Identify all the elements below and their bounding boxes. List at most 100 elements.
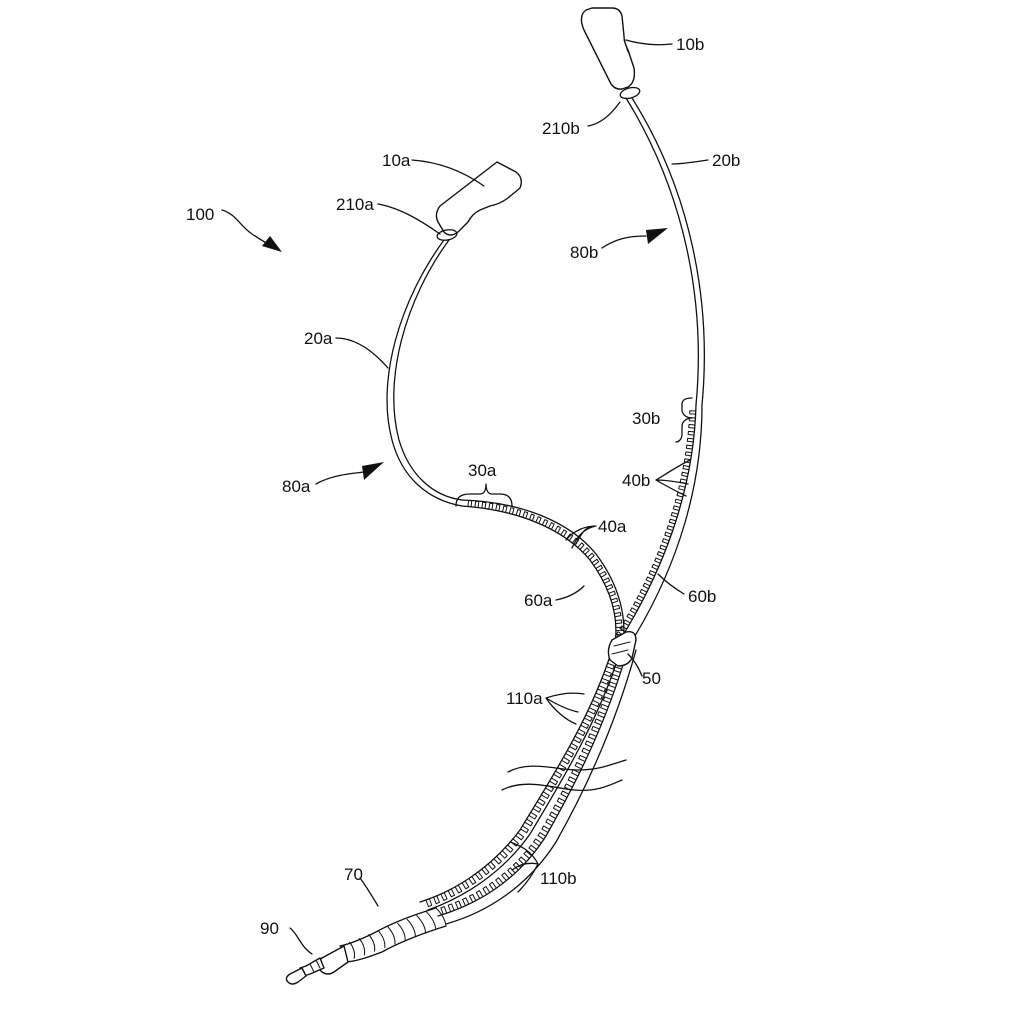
earpiece-b <box>580 7 636 90</box>
zipper-tooth-trunk-b <box>447 903 455 913</box>
zipper-tooth-b <box>670 512 679 518</box>
zipper-tooth-trunk-b <box>567 776 577 784</box>
zipper-branch-a <box>461 505 617 651</box>
zipper-trunk-b <box>437 647 629 917</box>
zipper-tooth-trunk-b <box>584 740 594 748</box>
label-assembly-b: 80b <box>570 243 598 262</box>
zipper-tooth-trunk-a <box>603 670 612 678</box>
label-section-b: 30b <box>632 409 660 428</box>
zipper-tooth-trunk-b <box>549 811 558 819</box>
zipper-tooth-b <box>672 505 681 511</box>
zipper-tooth-trunk-b <box>571 769 581 777</box>
zipper-tooth-a <box>614 619 623 625</box>
zipper-tooth-trunk-b <box>552 804 562 812</box>
zipper-tooth-trunk-a <box>520 825 529 834</box>
zipper-tooth-b <box>642 582 651 590</box>
label-interlock-a: 110a <box>506 689 543 708</box>
zipper-tooth-b <box>619 625 628 633</box>
zipper-tooth-a <box>608 590 616 597</box>
zipper-tooth-a <box>508 507 515 515</box>
zipper-tooth-trunk-a <box>447 888 455 898</box>
zipper-tooth-a <box>595 564 604 572</box>
zipper-tooth-b <box>633 601 641 608</box>
zipper-tooth-trunk-b <box>523 850 533 859</box>
zipper-tooth-trunk-a <box>468 876 477 885</box>
zipper-tooth-b <box>645 576 654 583</box>
zipper-tooth-a <box>610 597 619 604</box>
strain-relief <box>339 907 447 963</box>
ring-b <box>619 86 641 100</box>
label-cable-a: 20a <box>304 329 333 348</box>
label-assembly-a: 80a <box>282 477 311 496</box>
zipper-tooth-b <box>651 563 660 571</box>
labels: 100 10b 210b 20b 80b 10a 210a 20a 80a 30… <box>186 35 740 938</box>
label-ring-b: 210b <box>542 119 580 138</box>
label-zipper-b: 60b <box>688 587 716 606</box>
zipper-tooth-trunk-a <box>536 798 546 806</box>
zipper-tooth-a <box>605 584 614 591</box>
zipper-tooth-b <box>674 498 683 505</box>
zipper-tooth-a <box>612 604 620 611</box>
label-earpiece-b: 10b <box>676 35 704 54</box>
bellows-rib <box>349 941 356 959</box>
zipper-tooth-b <box>666 525 675 531</box>
zipper-tooth-trunk-a <box>493 855 502 865</box>
zipper-tooth-trunk-a <box>594 692 603 700</box>
label-teeth-b: 40b <box>622 471 650 490</box>
zipper-tooth-a <box>495 504 501 512</box>
zipper-tooth-trunk-b <box>588 733 597 741</box>
zipper-tooth-b <box>689 410 697 415</box>
zipper-tooth-trunk-a <box>487 861 496 870</box>
bellows-rib <box>416 915 427 934</box>
zipper-tooth-b <box>687 430 695 436</box>
zipper-tooth-trunk-a <box>590 699 600 707</box>
zipper-tooth-trunk-a <box>515 832 524 841</box>
label-interlock-b: 110b <box>540 869 577 888</box>
zipper-tooth-b <box>688 424 696 429</box>
zipper-tooth-trunk-b <box>545 818 555 826</box>
zipper-tooth-a <box>602 577 611 584</box>
zipper-tooth-a <box>528 513 535 522</box>
label-zipper-a: 60a <box>524 591 553 610</box>
label-device: 100 <box>186 205 214 224</box>
zipper-tooth-trunk-b <box>507 867 516 876</box>
zipper-tooth-a <box>474 500 480 508</box>
zipper-tooth-trunk-b <box>608 681 618 689</box>
zipper-tooth-a <box>577 542 585 550</box>
zipper-tooth-b <box>648 570 657 577</box>
bellows-rib <box>377 930 386 949</box>
zipper-tooth-trunk-a <box>499 850 508 859</box>
zipper-tooth-a <box>613 612 622 618</box>
cable-b <box>631 97 705 406</box>
zipper-tooth-a <box>554 525 561 534</box>
zipper-tooth-trunk-a <box>532 805 542 813</box>
zipper-tooth-trunk-b <box>488 881 497 891</box>
label-section-a: 30a <box>468 461 497 480</box>
zipper-tooth-trunk-a <box>504 844 514 853</box>
zipper-tooth-a <box>587 552 595 561</box>
zipper-tooth-trunk-b <box>594 718 603 726</box>
zipper-tooth-trunk-b <box>602 696 612 704</box>
zipper-tooth-trunk-b <box>591 725 600 733</box>
zipper-tooth-trunk-a <box>569 742 578 751</box>
bellows-rib <box>397 922 406 941</box>
zipper-tooth-b <box>656 551 665 558</box>
zipper-tooth-trunk-b <box>533 838 542 847</box>
zipper-tooth-b <box>668 518 677 525</box>
bellows-rib <box>406 918 416 938</box>
zipper-tooth-a <box>541 519 549 527</box>
zipper-tooth-a <box>502 505 508 513</box>
label-ring-a: 210a <box>336 195 374 214</box>
zipper-tooth-b <box>639 588 648 596</box>
zipper-tooth-trunk-b <box>462 897 470 907</box>
zipper-tooth-trunk-a <box>433 895 440 905</box>
zipper-tooth-trunk-b <box>578 754 587 763</box>
zipper-tooth-trunk-a <box>440 892 448 901</box>
zipper-tooth-trunk-a <box>524 818 534 827</box>
zipper-tooth-b <box>623 619 631 627</box>
zipper-tooth-b <box>682 465 690 471</box>
zipper-tooth-a <box>615 626 623 632</box>
zipper-tooth-trunk-b <box>501 872 510 882</box>
